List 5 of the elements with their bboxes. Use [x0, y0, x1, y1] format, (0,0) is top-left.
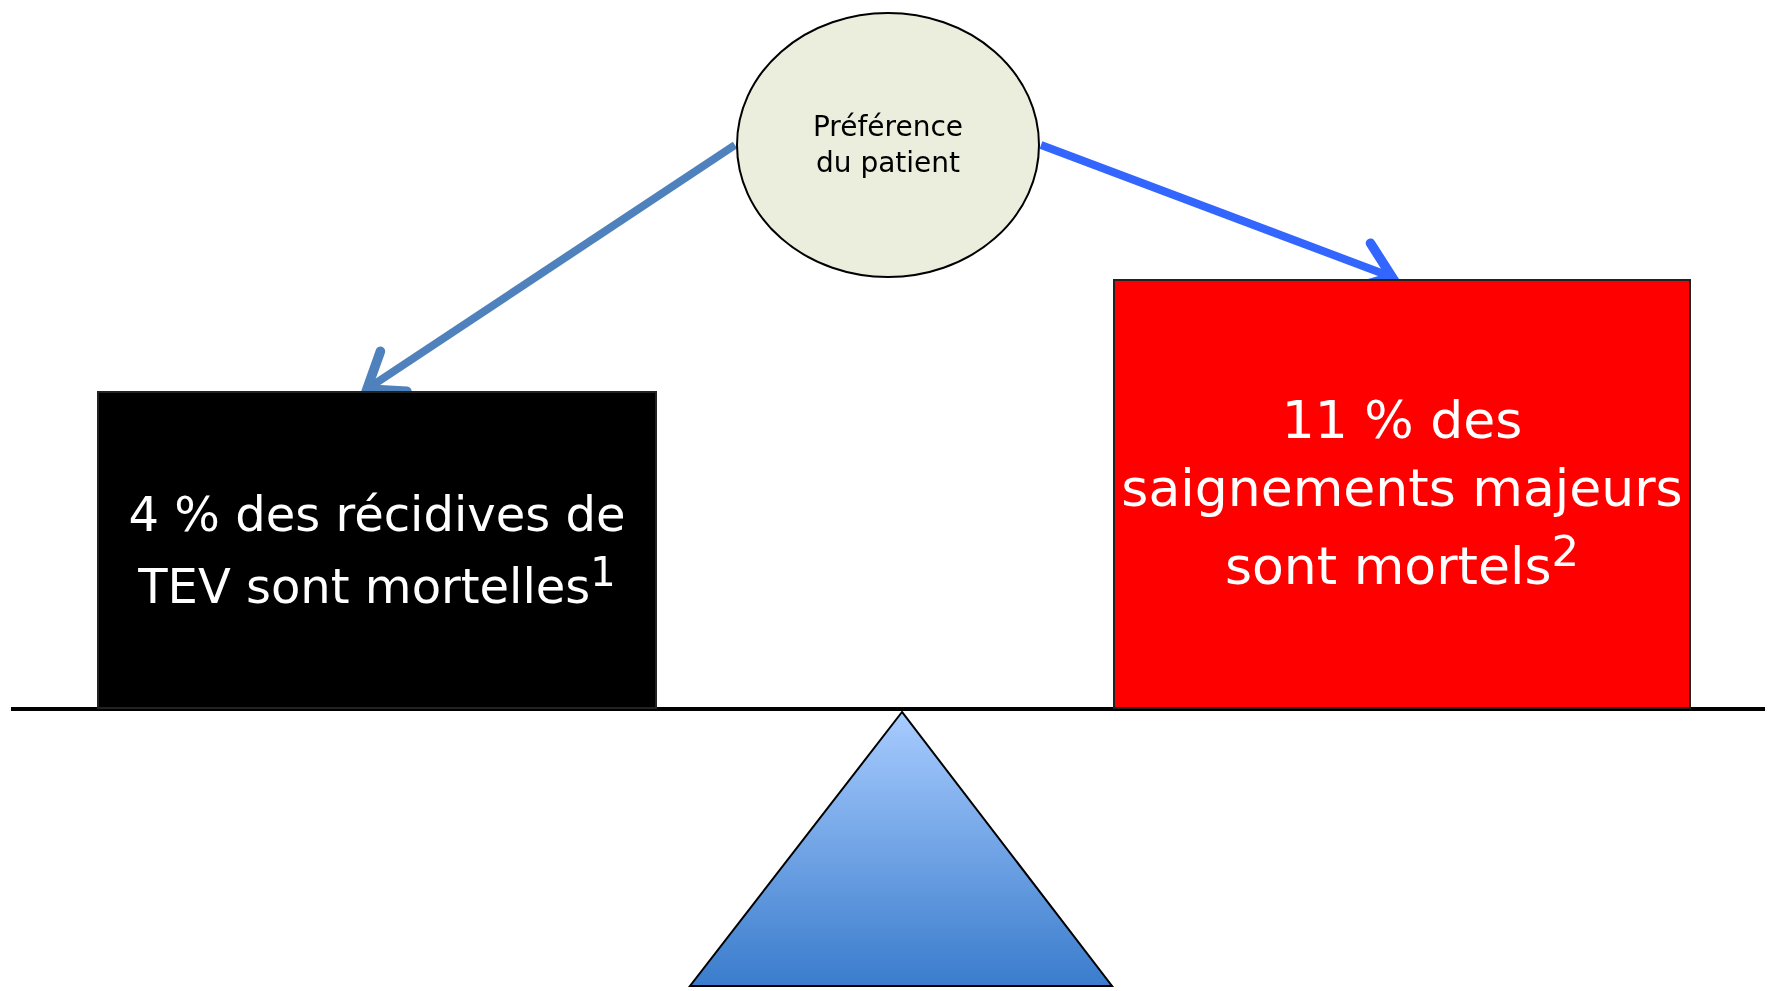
box-text: 11 % des saignements majeurs sont mortels$^{2}$: [1120, 389, 1684, 598]
box-text: 4 % des récidives de TEV sont mortelles$^{1}$: [127, 485, 627, 616]
node-label: Préférence du patient: [811, 108, 965, 181]
result-box: [97, 391, 657, 709]
result-box: [1113, 279, 1691, 709]
